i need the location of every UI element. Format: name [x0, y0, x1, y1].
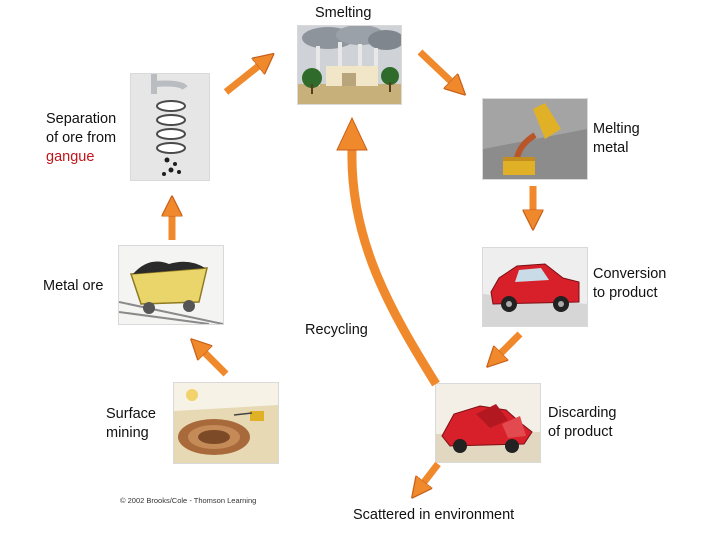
label-smelting: Smelting: [315, 4, 371, 23]
arrow-smelting-to-melting: [417, 49, 458, 88]
copyright-notice: © 2002 Brooks/Cole - Thomson Learning: [120, 496, 257, 505]
smelting-text: Smelting: [315, 5, 372, 21]
separation-image: [130, 73, 210, 181]
gangue-text: gangue: [46, 149, 95, 165]
melting-image: [482, 98, 588, 180]
melting-text-2: metal: [593, 140, 629, 156]
label-surface-mining: Surface mining: [106, 405, 156, 443]
separation-text-2: of ore from: [46, 130, 117, 146]
label-conversion: Conversion to product: [593, 265, 666, 303]
arrow-discarding-to-scattered: [418, 461, 441, 490]
discarding-image: [435, 383, 541, 463]
arrow-separation-to-smelting: [223, 60, 266, 95]
conversion-text-2: to product: [593, 285, 658, 301]
label-metal-ore: Metal ore: [43, 277, 103, 296]
melting-text-1: Melting: [593, 121, 640, 137]
discarding-text-1: Discarding: [548, 405, 617, 421]
conversion-image: [482, 247, 588, 327]
conversion-text-1: Conversion: [593, 266, 667, 282]
arrow-surface-to-metal-ore: [198, 346, 229, 377]
surface-mining-image: [173, 382, 279, 464]
scattered-text: Scattered in environment: [353, 507, 515, 523]
recycling-arrow: [347, 149, 440, 387]
separation-text-1: Separation: [46, 111, 117, 127]
smelting-image: [297, 25, 402, 105]
discarding-text-2: of product: [548, 424, 613, 440]
label-separation: Separation of ore from gangue: [46, 110, 116, 167]
metal-ore-text: Metal ore: [43, 278, 104, 294]
label-discarding: Discarding of product: [548, 404, 617, 442]
label-recycling: Recycling: [305, 321, 368, 340]
metal-ore-image: [118, 245, 224, 325]
label-melting: Melting metal: [593, 120, 640, 158]
recycling-text: Recycling: [305, 322, 368, 338]
recycling-arrow-head: [336, 116, 368, 151]
surface-text-2: mining: [106, 425, 149, 441]
surface-text-1: Surface: [106, 406, 156, 422]
arrow-conversion-to-discarding: [494, 331, 523, 360]
label-scattered: Scattered in environment: [353, 506, 514, 525]
